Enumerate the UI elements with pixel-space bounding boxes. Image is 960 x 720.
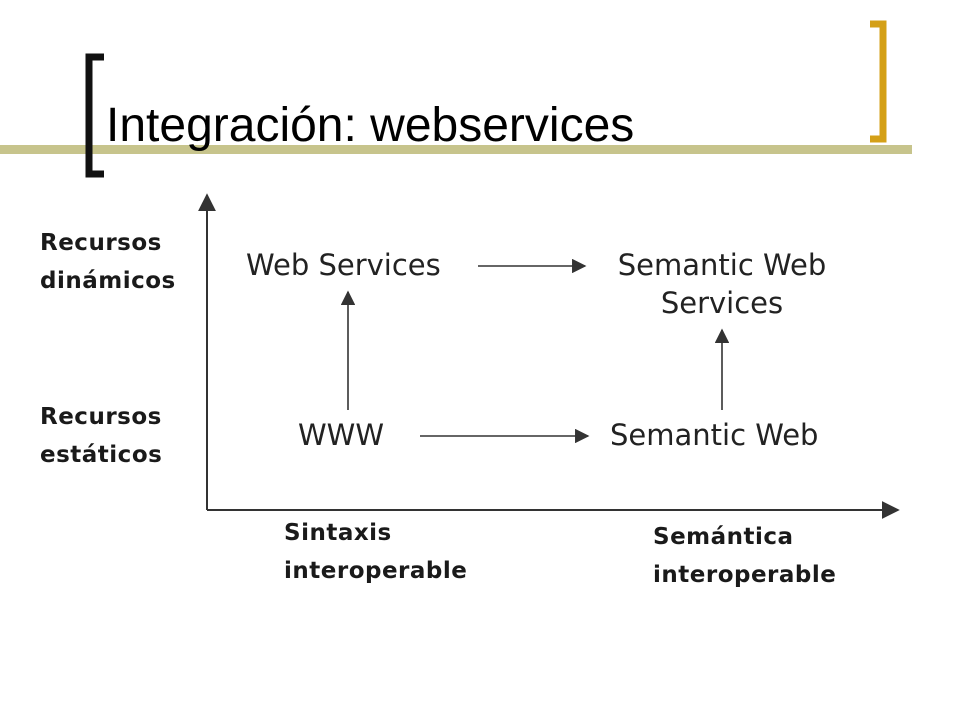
y-label-dynamic-line1: Recursos	[40, 230, 162, 256]
y-label-dynamic: Recursos dinámicos	[40, 224, 176, 300]
node-semantic-web-services: Semantic Web Services	[604, 246, 840, 322]
title-decoration	[0, 20, 912, 178]
x-label-semantics: Semántica interoperable	[653, 518, 836, 594]
x-label-syntax: Sintaxis interoperable	[284, 514, 467, 590]
node-semantic-web-services-line2: Services	[660, 286, 784, 320]
y-label-static: Recursos estáticos	[40, 398, 162, 474]
page-title: Integración: webservices	[106, 99, 635, 152]
y-label-static-line1: Recursos	[40, 404, 162, 430]
node-www: WWW	[298, 418, 385, 452]
diagram-lines	[198, 193, 900, 519]
y-label-dynamic-line2: dinámicos	[40, 268, 176, 294]
y-label-static-line2: estáticos	[40, 442, 163, 468]
x-label-semantics-line1: Semántica	[653, 524, 794, 550]
right-bracket-icon	[870, 20, 887, 143]
olive-bar	[0, 145, 912, 154]
x-label-syntax-line1: Sintaxis	[284, 520, 392, 546]
left-bracket-icon	[85, 53, 104, 178]
node-semantic-web: Semantic Web	[610, 418, 819, 452]
node-web-services: Web Services	[246, 248, 441, 282]
x-label-semantics-line2: interoperable	[653, 562, 837, 588]
x-label-syntax-line2: interoperable	[284, 558, 468, 584]
node-semantic-web-services-line1: Semantic Web	[617, 248, 827, 282]
